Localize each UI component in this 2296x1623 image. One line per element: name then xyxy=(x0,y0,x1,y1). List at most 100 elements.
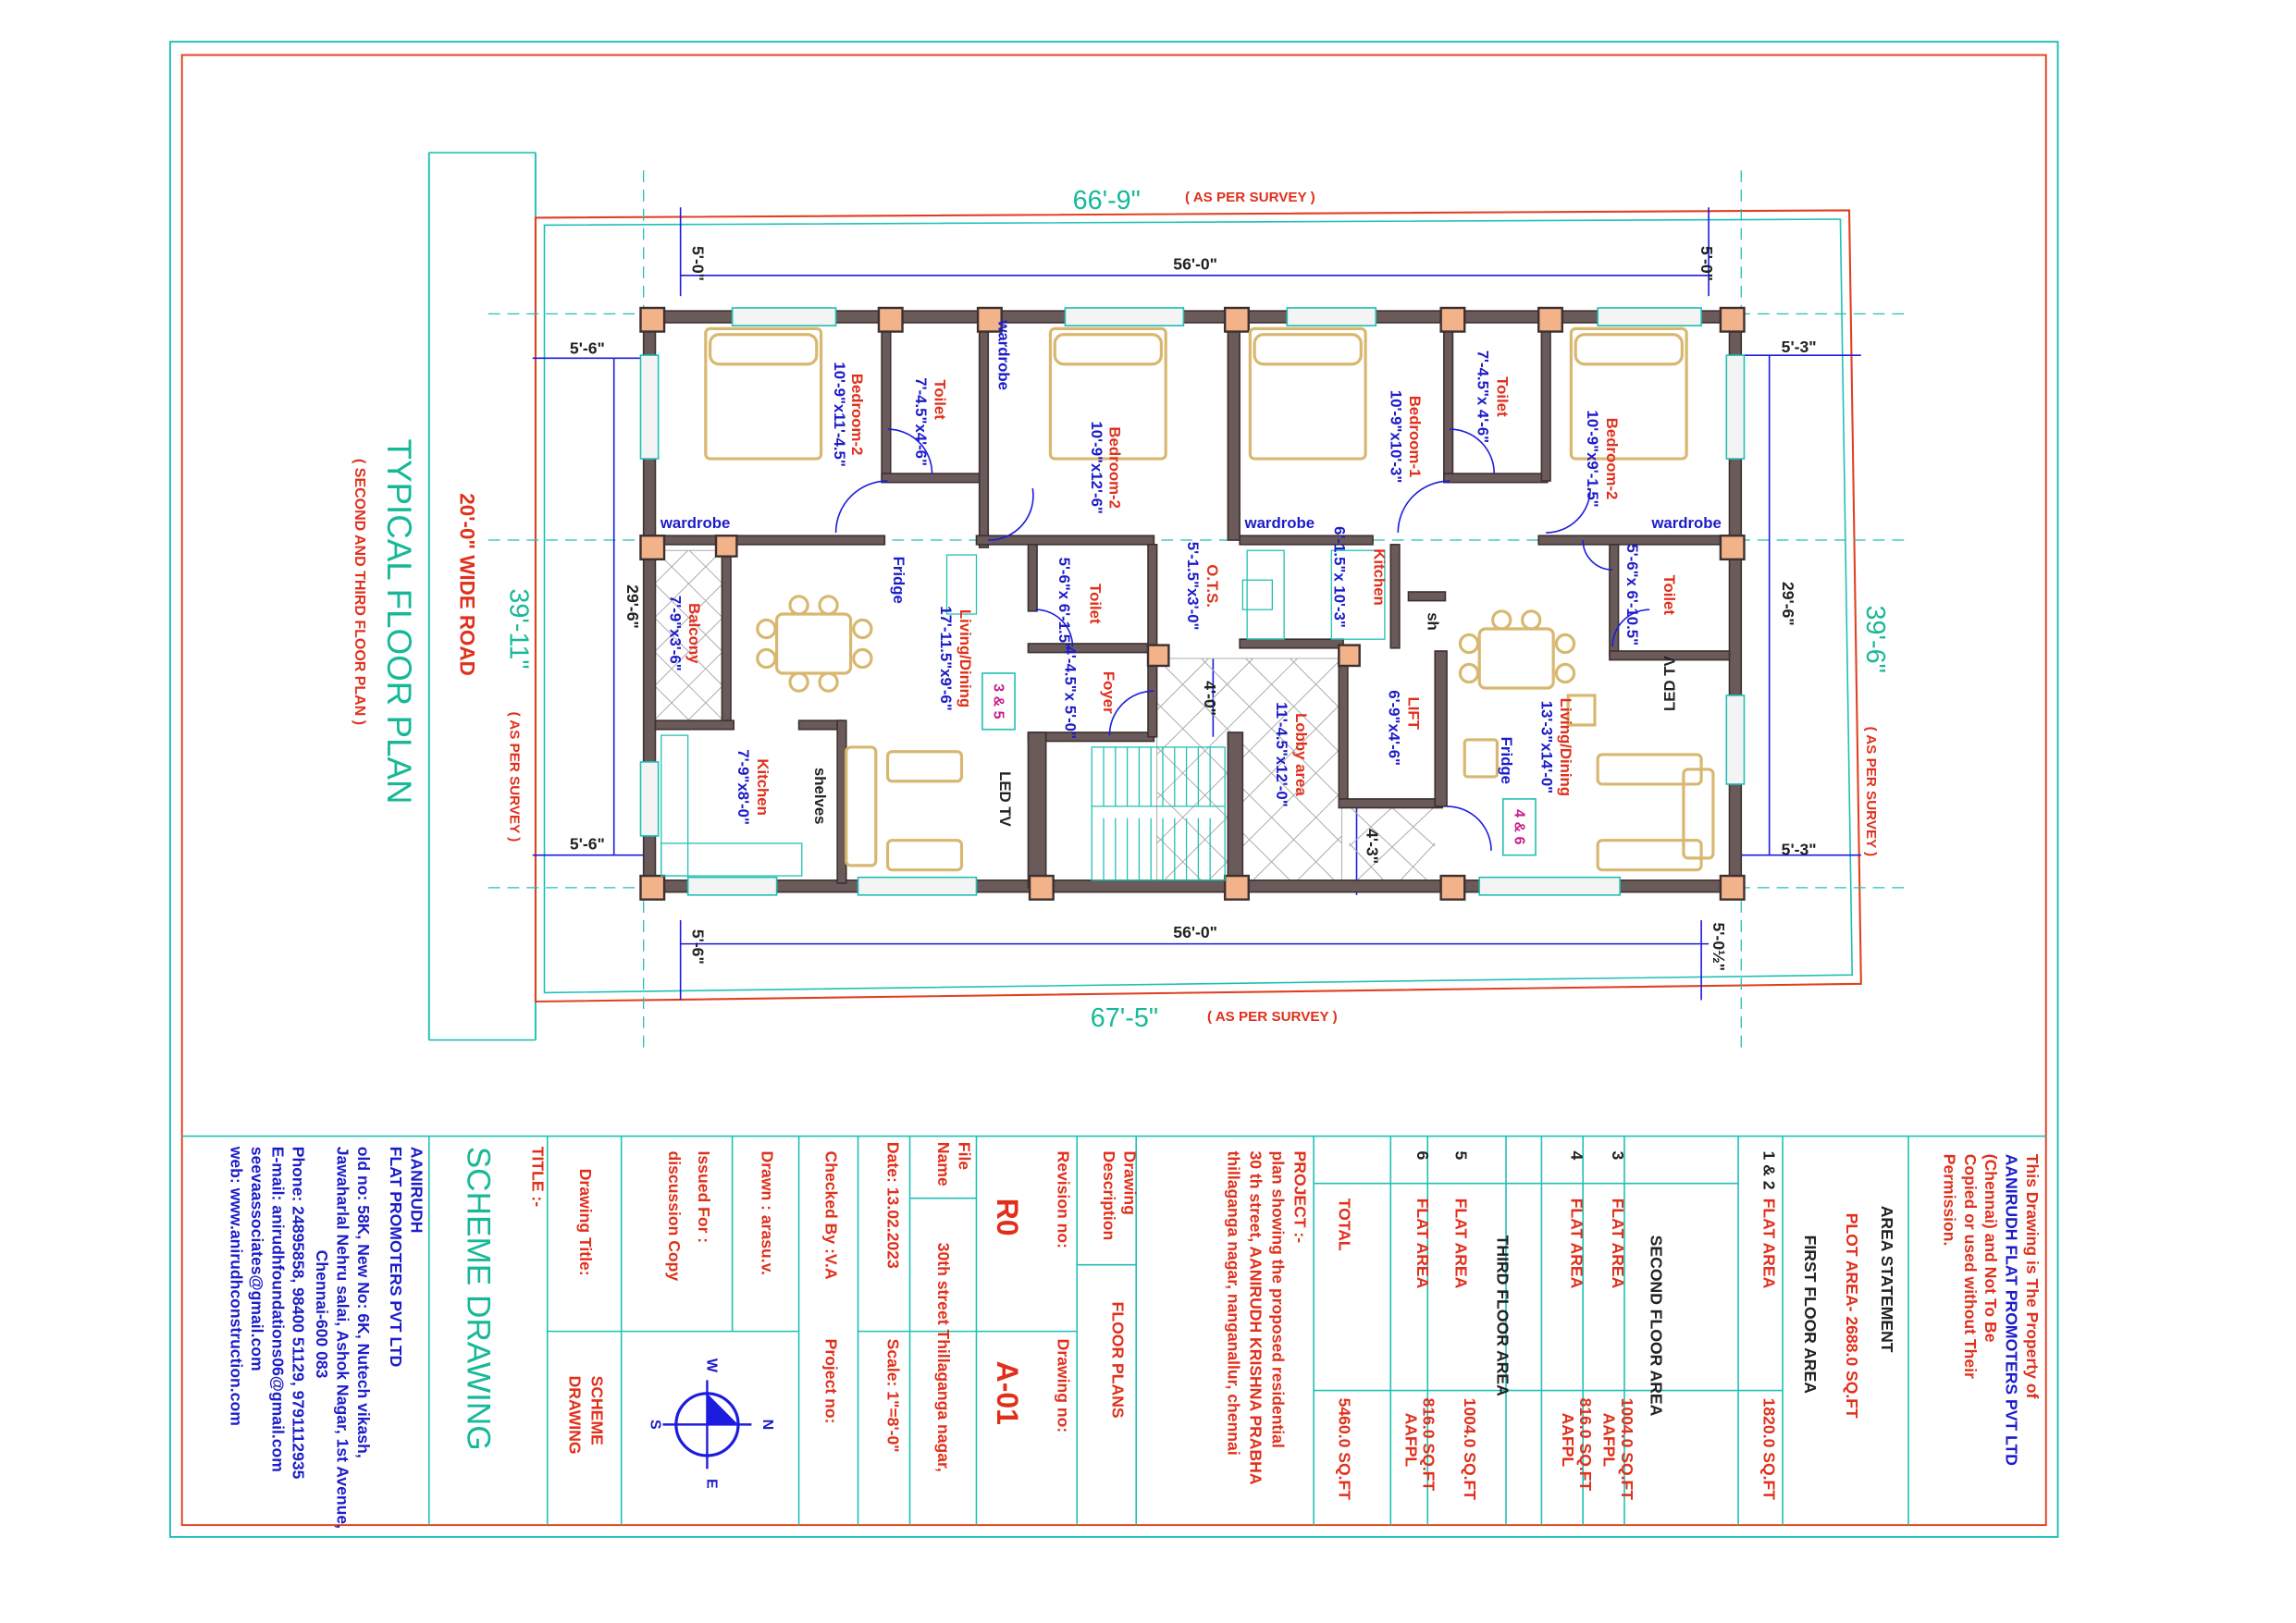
row4-label: FLAT AREA xyxy=(1567,1199,1586,1289)
room-toilet-a-size: 7'-4.5"x4'-6" xyxy=(912,377,930,466)
label-led-tv-a: LED TV xyxy=(996,771,1014,827)
road-label: 20'-0" WIDE ROAD xyxy=(455,493,478,675)
lobby-floor xyxy=(1156,658,1342,889)
room-wardrobe-b: wardrobe xyxy=(660,514,731,532)
room-bedroom2-a-size: 10'-9"x11'-4.5" xyxy=(831,362,848,466)
dim-top-mid: 56'-0" xyxy=(1173,254,1217,273)
project-line-1: plan showing the proposed residential xyxy=(1268,1151,1287,1448)
company-web: web: www.anirudhconstruction.com xyxy=(227,1146,245,1426)
row1-label: FLAT AREA xyxy=(1759,1199,1778,1289)
row5-no: 5 xyxy=(1452,1151,1471,1161)
row6-label: FLAT AREA xyxy=(1413,1199,1432,1289)
file-label: File xyxy=(955,1142,973,1171)
disclaimer-line-4: Copied or used without Their xyxy=(1961,1154,1980,1379)
row3-sub: AAFPL xyxy=(1600,1413,1619,1468)
file-value: 30th street Thillaganga nagar, xyxy=(934,1243,953,1472)
scale: Scale: 1"=8'-0" xyxy=(884,1339,903,1453)
dim-bottom-left: 5'-6" xyxy=(688,929,707,965)
label-sh: sh xyxy=(1424,612,1441,631)
dim-top-left: 5'-0" xyxy=(688,246,707,281)
room-toilet-c: Toilet xyxy=(1087,584,1105,624)
row6-sub: AAFPL xyxy=(1401,1413,1420,1468)
room-wardrobe-d: wardrobe xyxy=(1650,514,1722,532)
company-name-1: AANIRUDH xyxy=(408,1147,426,1234)
revision-value: R0 xyxy=(991,1199,1024,1236)
staircase xyxy=(1091,746,1226,881)
room-bedroom1-size: 10'-9"x10'-3" xyxy=(1387,390,1404,483)
drawing-no-value: A-01 xyxy=(991,1361,1024,1425)
label-shelves: shelves xyxy=(811,768,829,825)
drawing-desc-label-2: Description xyxy=(1100,1151,1118,1241)
label-fridge-a: Fridge xyxy=(890,557,907,604)
total-value: 5460.0 SQ.FT xyxy=(1335,1398,1353,1501)
room-lift: LIFT xyxy=(1404,696,1422,730)
room-bedroom2-a: Bedroom-2 xyxy=(848,374,866,456)
issued-value: discussion Copy xyxy=(665,1151,684,1282)
label-fridge-b: Fridge xyxy=(1498,737,1515,784)
drawing-desc-value: FLOOR PLANS xyxy=(1109,1302,1128,1419)
drawn-by: Drawn : arasu.v. xyxy=(759,1151,777,1276)
company-address-3: Chennai-600 083 xyxy=(313,1250,331,1379)
dim-left-top: 5'-6" xyxy=(570,339,605,358)
room-lobby-size: 11'-4.5"x12'-0" xyxy=(1273,702,1290,806)
plot-area: PLOT AREA- 2688.0 SQ.FT xyxy=(1843,1213,1861,1419)
row1-value: 1820.0 SQ.FT xyxy=(1759,1398,1778,1501)
room-toilet-d: Toilet xyxy=(1660,574,1678,615)
room-bedroom2-b: Bedroom-2 xyxy=(1105,426,1123,509)
room-toilet-b-size: 7'-4.5"x 4'-6" xyxy=(1475,350,1492,443)
disclaimer-line-1: This Drawing is The Property of xyxy=(2023,1154,2042,1399)
project-line-2: 30 th street, AANIRUDH KRISHNA PRABHA xyxy=(1246,1151,1265,1485)
row5-label: FLAT AREA xyxy=(1452,1199,1471,1289)
issued-label: Issued For : xyxy=(695,1151,713,1244)
row4-no: 4 xyxy=(1567,1151,1586,1161)
dim-bottom-mid: 56'-0" xyxy=(1173,923,1217,941)
sheet-title: SCHEME DRAWING xyxy=(460,1147,496,1451)
dim-top-right: 5'-0" xyxy=(1697,246,1716,281)
row6-no: 6 xyxy=(1413,1151,1432,1161)
room-wardrobe-a: wardrobe xyxy=(994,319,1012,390)
row3-value: 1004.0 SQ.FT xyxy=(1618,1398,1636,1501)
room-kitchen-b-size: 6'-1.5"x 10'-3" xyxy=(1331,526,1349,628)
unit-tag-b-label: 4 & 6 xyxy=(1512,809,1527,844)
row3-no: 3 xyxy=(1609,1151,1627,1161)
compass-w: W xyxy=(703,1359,719,1373)
title-block-grid xyxy=(427,1136,1909,1526)
disclaimer-line-3: (Chennai) and Not To Be xyxy=(1981,1154,2000,1343)
area-statement-heading: AREA STATEMENT xyxy=(1878,1206,1896,1353)
dim-right-survey: 39'-6" xyxy=(1860,606,1890,673)
room-bedroom2-b-size: 10'-9"x12'-6" xyxy=(1088,421,1105,513)
dim-bottom-survey-note: ( AS PER SURVEY ) xyxy=(1207,1009,1338,1025)
dim-lobby-v: 4'-0" xyxy=(1201,681,1219,716)
furniture xyxy=(704,326,1715,872)
room-bedroom2-c: Bedroom-2 xyxy=(1603,418,1621,500)
row4-value: 816.0 SQ.FT xyxy=(1576,1398,1595,1492)
unit-tag-a-label: 3 & 5 xyxy=(991,683,1006,719)
dim-right-top: 5'-3" xyxy=(1782,338,1817,356)
room-bedroom2-c-size: 10'-9"x9'-1.5" xyxy=(1584,411,1601,508)
drawing-title-value-2: DRAWING xyxy=(566,1376,585,1455)
room-kitchen-a: Kitchen xyxy=(754,758,772,816)
unit-tag-a xyxy=(981,672,1016,731)
drawing-no-label: Drawing no: xyxy=(1054,1339,1072,1433)
checked-by: Checked By :V.A xyxy=(821,1151,840,1280)
dim-top-survey-note: ( AS PER SURVEY ) xyxy=(1185,190,1315,205)
columns xyxy=(639,306,1746,901)
dim-left-survey-note: ( AS PER SURVEY ) xyxy=(507,712,523,842)
date: Date: 13.02.2023 xyxy=(884,1142,903,1269)
dim-right-bot: 5'-3" xyxy=(1782,841,1817,859)
room-toilet-d-size: 5'-6"x 6'-10.5" xyxy=(1623,544,1641,646)
row1-no: 1 & 2 xyxy=(1759,1151,1778,1190)
project-no: Project no: xyxy=(821,1339,840,1424)
room-balcony-size: 7'-9"x3'-6" xyxy=(666,596,684,671)
dim-right-survey-note: ( AS PER SURVEY ) xyxy=(1863,727,1879,857)
sheet-title-label: TITLE :- xyxy=(529,1147,548,1208)
room-foyer: Foyer xyxy=(1100,671,1117,714)
first-floor-heading: FIRST FLOOR AREA xyxy=(1801,1236,1820,1395)
company-name-2: FLAT PROMOTERS PVT LTD xyxy=(387,1147,405,1368)
room-kitchen-b: Kitchen xyxy=(1371,548,1389,606)
dim-bottom-right: 5'-0½" xyxy=(1710,923,1728,972)
project-line-3: thillaganga nagar, nanganallur, chennai xyxy=(1224,1151,1242,1456)
dim-right-mid: 29'-6" xyxy=(1779,582,1797,626)
company-address-1: old no: 58K, New No: 6K, Nutech vikash, xyxy=(354,1147,373,1458)
